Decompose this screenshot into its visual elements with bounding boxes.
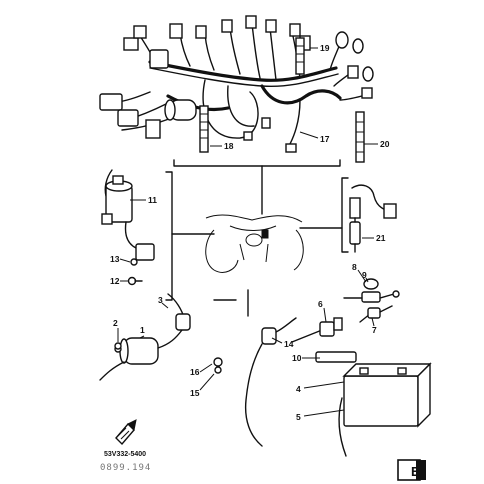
callout-6: 6 xyxy=(318,299,323,309)
leader-lines xyxy=(117,47,378,417)
diagram-code: 53V332-5400 xyxy=(104,451,146,458)
callout-7: 7 xyxy=(372,325,377,335)
screw-12 xyxy=(127,276,143,286)
corner-label: E xyxy=(411,464,420,479)
cable-band-20 xyxy=(355,111,365,163)
battery-band-10 xyxy=(315,351,357,363)
cable-band-18 xyxy=(199,105,209,153)
bolt-2 xyxy=(114,342,122,350)
fuse-holder xyxy=(349,184,397,253)
callout-21: 21 xyxy=(376,233,386,243)
callout-8: 8 xyxy=(352,262,357,272)
direction-arrow-icon xyxy=(115,419,137,446)
plug-cap-3 xyxy=(167,293,191,331)
flasher-relay xyxy=(343,278,400,303)
right-top-bracket xyxy=(341,177,349,253)
callout-12: 12 xyxy=(110,276,120,286)
washer-13 xyxy=(130,258,138,266)
callout-10: 10 xyxy=(292,353,302,363)
callout-3: 3 xyxy=(158,295,163,305)
diode-7 xyxy=(359,305,393,323)
battery xyxy=(338,362,432,457)
harness-group-bracket xyxy=(173,159,341,167)
callout-13: 13 xyxy=(110,254,120,264)
corner-label-box: E xyxy=(397,459,426,481)
callout-19: 19 xyxy=(320,43,330,53)
callout-9: 9 xyxy=(362,270,367,280)
callout-17: 17 xyxy=(320,134,330,144)
callout-4: 4 xyxy=(296,384,301,394)
callout-5: 5 xyxy=(296,412,301,422)
main-switch xyxy=(101,169,155,261)
callout-14: 14 xyxy=(284,339,294,349)
callout-18: 18 xyxy=(224,141,234,151)
callout-16: 16 xyxy=(190,367,200,377)
cable-band-19 xyxy=(295,37,305,75)
spark-plug-lead xyxy=(244,317,297,447)
callout-11: 11 xyxy=(148,195,157,205)
callout-15: 15 xyxy=(190,388,200,398)
callout-20: 20 xyxy=(380,139,390,149)
frame-silhouette xyxy=(205,214,304,273)
revision-stamp: 0899.194 xyxy=(100,463,151,473)
neutral-switch xyxy=(291,317,343,343)
grommet-15-16 xyxy=(213,357,223,374)
callout-2: 2 xyxy=(113,318,118,328)
harness-connectors xyxy=(99,15,374,153)
left-group-bracket xyxy=(165,171,173,301)
callout-1: 1 xyxy=(140,325,145,335)
callout-numbers: 1 2 3 4 5 6 7 8 9 10 11 12 13 14 15 16 1… xyxy=(110,43,390,422)
